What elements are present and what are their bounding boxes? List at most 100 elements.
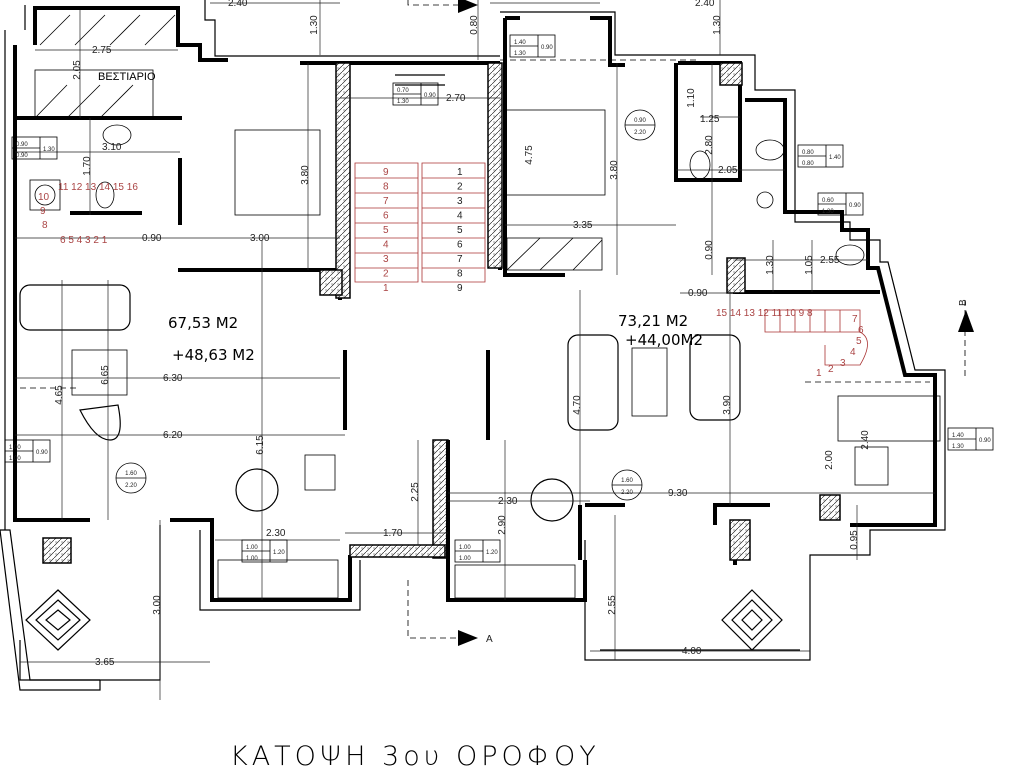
window-height: 0.80 bbox=[802, 161, 814, 167]
stair-numbers: 11 12 13 14 15 16 6 5 4 3 2 1 15 14 13 1… bbox=[38, 167, 864, 379]
stair-step-number: 6 bbox=[383, 211, 389, 222]
dimension-label: 3.90 bbox=[722, 395, 733, 415]
dimension-label: 0.90 bbox=[688, 288, 708, 299]
stair-step-number: 1 bbox=[383, 283, 389, 294]
window-sill: 0.90 bbox=[36, 450, 48, 456]
armchair bbox=[79, 404, 121, 441]
apartment-1-area: 67,53 M2 bbox=[168, 314, 238, 332]
window-tag: 1.001.001.20 bbox=[454, 539, 501, 563]
toilet bbox=[95, 181, 115, 209]
dimension-label: 1.30 bbox=[765, 255, 776, 275]
window-tag: 0.601.300.90 bbox=[817, 192, 864, 216]
window-tag: 0.80 0.80 1.40 bbox=[797, 144, 844, 168]
window-width: 0.60 bbox=[822, 198, 834, 204]
room-label-wardrobe: ΒΕΣΤΙΑΡΙΟ bbox=[98, 71, 156, 83]
corner-sofa bbox=[837, 395, 941, 442]
stair-step-number: 2 bbox=[383, 269, 389, 280]
stair-step-number: 4 bbox=[383, 240, 389, 251]
door-height: 2.20 bbox=[634, 130, 646, 136]
stair-step-number: 1 bbox=[816, 368, 822, 379]
window-sill: 1.20 bbox=[486, 550, 498, 556]
dimension-label: 2.80 bbox=[704, 135, 715, 155]
dimension-label: 2.55 bbox=[607, 595, 618, 615]
dimension-label: 0.90 bbox=[142, 233, 162, 244]
dining-table bbox=[235, 468, 279, 512]
window-sill: 1.40 bbox=[829, 155, 841, 161]
window-tag: 0.70 1.30 0.90 bbox=[392, 82, 439, 106]
window-height: 1.30 bbox=[952, 444, 964, 450]
stair-step-number: 9 bbox=[457, 283, 463, 294]
sofa bbox=[689, 334, 741, 421]
stair-step-number: 8 bbox=[383, 182, 389, 193]
door-height: 2.20 bbox=[125, 483, 137, 489]
window-width: 0.80 bbox=[802, 150, 814, 156]
window-width: 1.40 bbox=[514, 40, 526, 46]
window-width: 1.00 bbox=[246, 545, 258, 551]
dimension-label: 1.05 bbox=[804, 255, 815, 275]
dimension-label: 1.30 bbox=[309, 15, 320, 35]
stair-step-number: 4 bbox=[457, 211, 463, 222]
stair-step-number: 10 bbox=[38, 192, 50, 203]
kitchen-counter bbox=[217, 559, 339, 599]
window-width: 0.70 bbox=[397, 88, 409, 94]
stair-step-number: 5 bbox=[383, 225, 389, 236]
wardrobe bbox=[506, 237, 603, 271]
dimension-label: 4.75 bbox=[524, 145, 535, 165]
door-width: 1.60 bbox=[621, 478, 633, 484]
left-apartment-walls bbox=[0, 0, 500, 691]
dimension-lines bbox=[15, 0, 935, 700]
stair-step-number: 2 bbox=[457, 182, 463, 193]
dimension-label: 3.65 bbox=[95, 657, 115, 668]
section-marker-a: A bbox=[407, 0, 493, 646]
dimension-label: 4.65 bbox=[54, 385, 65, 405]
dimension-label: 2.00 bbox=[824, 450, 835, 470]
terrace-furniture bbox=[19, 589, 800, 681]
outdoor-table bbox=[25, 589, 91, 651]
dimension-label: 1.70 bbox=[383, 528, 403, 539]
stair-step-number: 6 bbox=[457, 240, 463, 251]
section-label-b: B bbox=[958, 299, 969, 306]
stair-step-number: 5 bbox=[856, 336, 862, 347]
outdoor-table bbox=[721, 589, 783, 651]
stair-step-number: 1 bbox=[457, 167, 463, 178]
stair-numbers-left-top: 11 12 13 14 15 16 bbox=[58, 182, 138, 193]
dimension-label: 2.70 bbox=[446, 93, 466, 104]
stair-step-number: 5 bbox=[457, 225, 463, 236]
apartment-2-extra-area: +44,00M2 bbox=[625, 331, 703, 349]
window-height: 1.30 bbox=[397, 99, 409, 105]
window-height: 1.30 bbox=[514, 51, 526, 57]
window-tag: 1.001.000.90 bbox=[4, 439, 51, 463]
stair-core bbox=[319, 61, 587, 602]
door-height: 2.20 bbox=[621, 490, 633, 496]
door-width: 1.60 bbox=[125, 471, 137, 477]
kitchen-counter bbox=[454, 564, 576, 599]
dimension-label: 2.25 bbox=[410, 482, 421, 502]
sink bbox=[689, 150, 711, 180]
dimension-label: 3.80 bbox=[300, 165, 311, 185]
window-sill: 0.90 bbox=[541, 45, 553, 51]
window-sill: 0.90 bbox=[979, 438, 991, 444]
window-height: 0.90 bbox=[16, 153, 28, 159]
stair-numbers-right-top: 15 14 13 12 11 10 9 8 bbox=[716, 308, 813, 319]
dimension-label: 2.30 bbox=[498, 496, 518, 507]
window-sill: 0.90 bbox=[424, 93, 436, 99]
section-marker-b: B bbox=[958, 299, 974, 332]
window-height: 1.00 bbox=[246, 556, 258, 562]
stair-numbers-left-bottom: 6 5 4 3 2 1 bbox=[60, 235, 108, 246]
dimension-label: 2.55 bbox=[820, 255, 840, 266]
door-tag: 0.90 2.20 bbox=[624, 109, 656, 141]
stair-step-number: 9 bbox=[383, 167, 389, 178]
stair-step-number: 6 bbox=[858, 325, 864, 336]
window-height: 1.30 bbox=[822, 209, 834, 215]
window-width: 1.00 bbox=[9, 445, 21, 451]
stair-step-number: 9 bbox=[40, 206, 46, 217]
coffee-table bbox=[631, 347, 668, 417]
window-width: 0.90 bbox=[16, 142, 28, 148]
dimension-label: 4.00 bbox=[682, 646, 702, 657]
door-width: 0.90 bbox=[634, 118, 646, 124]
right-apartment-walls bbox=[20, 11, 966, 661]
window-sill: 1.30 bbox=[43, 147, 55, 153]
stair-step-number: 7 bbox=[852, 314, 858, 325]
